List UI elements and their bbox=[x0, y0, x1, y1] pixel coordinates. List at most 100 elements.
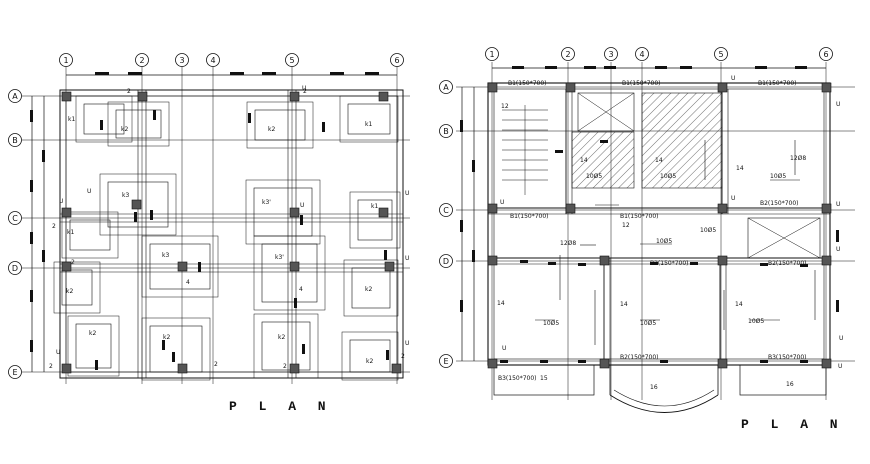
column-mark: U bbox=[838, 363, 842, 370]
column-mark: U bbox=[836, 201, 840, 208]
column bbox=[61, 207, 72, 218]
beam-tag: B1(150*700) bbox=[620, 213, 659, 220]
rebar-mark bbox=[198, 262, 201, 272]
column bbox=[131, 199, 142, 210]
hatched-slab bbox=[641, 92, 723, 189]
column bbox=[487, 82, 498, 93]
column-mark: U bbox=[500, 199, 504, 206]
footing-tag: k1 bbox=[68, 116, 75, 123]
rebar-tag: 12Ø8 bbox=[560, 240, 576, 247]
dimension-tick bbox=[30, 232, 33, 244]
grid-bubble-col-circle bbox=[59, 53, 73, 67]
rebar-mark bbox=[548, 262, 556, 265]
footing-outline bbox=[115, 109, 162, 139]
grid-bubble-row-circle bbox=[439, 354, 453, 368]
cantilever-slab bbox=[493, 364, 595, 396]
rebar-tag: 10Ø5 bbox=[640, 320, 656, 327]
footing-outline-outer bbox=[75, 95, 133, 143]
slab-tag: 14 bbox=[655, 157, 663, 164]
balcony-arc bbox=[609, 394, 719, 413]
grid-bubble-col: 1 bbox=[489, 50, 494, 59]
grid-bubble-col-circle bbox=[561, 47, 575, 61]
rebar-mark bbox=[100, 120, 103, 130]
column-mark: U bbox=[731, 195, 735, 202]
grid-bubble-row-circle bbox=[8, 365, 22, 379]
column-mark: U bbox=[59, 198, 63, 205]
column-mark: U bbox=[836, 101, 840, 108]
grid-bubble-row: E bbox=[12, 368, 17, 377]
footing-tag: k2 bbox=[268, 126, 275, 133]
footing-outline bbox=[357, 199, 393, 241]
slab-tag: 12 bbox=[501, 103, 509, 110]
outer-beam-inner bbox=[493, 88, 825, 360]
dimension-text: 2 bbox=[52, 223, 56, 230]
grid-bubble-row: B bbox=[443, 127, 449, 136]
beam-tag: B1(150*700) bbox=[510, 213, 549, 220]
slab-tag: 16 bbox=[786, 381, 794, 388]
footing-outline bbox=[261, 321, 311, 371]
opening-cross bbox=[577, 92, 635, 132]
dimension-tick bbox=[42, 150, 45, 162]
column bbox=[599, 255, 610, 266]
dimension-tick bbox=[604, 66, 616, 69]
grid-bubble-row-circle bbox=[439, 203, 453, 217]
slab-tag: 14 bbox=[736, 165, 744, 172]
dimension-tick bbox=[42, 250, 45, 262]
rebar-mark bbox=[690, 262, 698, 265]
column bbox=[384, 261, 395, 272]
column-mark: U bbox=[405, 340, 409, 347]
dimension-text: 2 bbox=[127, 88, 131, 95]
footing-outline-outer bbox=[341, 331, 399, 381]
column bbox=[717, 82, 728, 93]
beam-tag: B2(150*700) bbox=[760, 200, 799, 207]
rebar-mark bbox=[660, 360, 668, 363]
footing-outline bbox=[351, 267, 391, 309]
grid-bubble-row: C bbox=[12, 214, 18, 223]
dimension-text: 2 bbox=[303, 88, 307, 95]
dimension-tick bbox=[30, 110, 33, 122]
column-mark: U bbox=[405, 190, 409, 197]
column bbox=[137, 91, 148, 102]
column-mark: U bbox=[302, 85, 306, 92]
rebar-tag: 10Ø5 bbox=[770, 173, 786, 180]
footing-outline-outer bbox=[246, 101, 314, 149]
beam-tag: B3(150*700) bbox=[768, 354, 807, 361]
dimension-tick bbox=[584, 66, 596, 69]
grid-bubble-row: E bbox=[443, 357, 448, 366]
column-mark: U bbox=[87, 188, 91, 195]
column bbox=[717, 203, 728, 214]
column-mark: U bbox=[56, 349, 60, 356]
dimension-tick bbox=[755, 66, 767, 69]
footing-tag: k2 bbox=[163, 334, 170, 341]
rebar-mark bbox=[322, 122, 325, 132]
footing-tag: k3 bbox=[122, 192, 129, 199]
grid-bubble-col: 6 bbox=[823, 50, 828, 59]
rebar-mark bbox=[384, 250, 387, 260]
grid-bubble-col: 5 bbox=[289, 56, 294, 65]
grid-bubble-col: 3 bbox=[608, 50, 613, 59]
dimension-tick bbox=[330, 72, 344, 75]
outer-beam bbox=[487, 82, 831, 366]
column bbox=[289, 207, 300, 218]
dimension-tick bbox=[460, 300, 463, 312]
rebar-mark bbox=[300, 215, 303, 225]
column bbox=[599, 358, 610, 369]
footing-tag: k2 bbox=[365, 286, 372, 293]
footing-tag: k2 bbox=[278, 334, 285, 341]
column bbox=[565, 82, 576, 93]
grid-bubble-row-circle bbox=[8, 89, 22, 103]
column bbox=[487, 203, 498, 214]
footing-tag: k2 bbox=[89, 330, 96, 337]
dimension-tick bbox=[460, 220, 463, 232]
column bbox=[61, 91, 72, 102]
rebar-mark bbox=[650, 262, 658, 265]
grid-bubble-row-circle bbox=[439, 254, 453, 268]
rebar-mark bbox=[760, 263, 768, 266]
rebar-mark bbox=[500, 360, 508, 363]
opening bbox=[577, 92, 635, 132]
footing-outline bbox=[347, 103, 391, 135]
beam-tag: B2(150*700) bbox=[768, 260, 807, 267]
beam-tag: B1(150*700) bbox=[622, 80, 661, 87]
rebar-mark bbox=[302, 344, 305, 354]
